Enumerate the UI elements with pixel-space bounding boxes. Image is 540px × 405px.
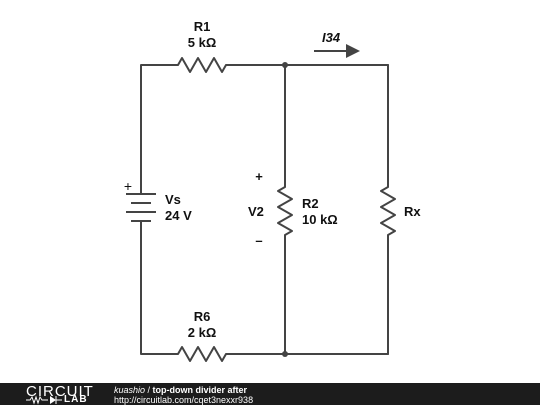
rx-name-label: Rx: [404, 204, 421, 219]
r1-name-label: R1: [194, 19, 211, 34]
vs-value-label: 24 V: [165, 208, 192, 223]
wire-left-bottom: [140, 220, 179, 355]
v2-name-label: V2: [248, 204, 264, 219]
footer-url[interactable]: http://circuitlab.com/cqet3nexxr938: [114, 395, 254, 405]
v2-minus-sign: –: [255, 233, 262, 248]
footer-info: kuashio / top-down divider after http://…: [114, 385, 253, 405]
resistor-r6: [177, 346, 227, 362]
v2-plus-sign: +: [255, 169, 263, 184]
resistor-r2: [277, 186, 293, 236]
vs-plus-sign: +: [124, 178, 132, 194]
footer-user[interactable]: kuashio: [114, 385, 146, 395]
junction-node-top: [282, 62, 288, 68]
logo-text-circuit: CIRCUIT: [26, 383, 94, 400]
circuitlab-logo[interactable]: CIRCUIT LAB: [0, 383, 108, 405]
logo-text-lab: LAB: [64, 394, 88, 405]
current-arrow-icon: [314, 44, 360, 58]
resistor-rx: [380, 186, 396, 236]
junction-node-bottom: [282, 351, 288, 357]
resistor-r1: [177, 57, 227, 73]
footer-circuit-title: top-down divider after: [152, 385, 248, 395]
wire-left-top: [140, 64, 179, 195]
vs-name-label: Vs: [165, 192, 181, 207]
r6-value-label: 2 kΩ: [188, 325, 217, 340]
r2-value-label: 10 kΩ: [302, 212, 338, 227]
circuit-logo-icon: [26, 395, 62, 405]
r2-name-label: R2: [302, 196, 319, 211]
circuit-schematic: R1 5 kΩ R6 2 kΩ R2 10 kΩ Rx + Vs 24 V + …: [124, 19, 421, 362]
i34-current-label: I34: [322, 30, 341, 45]
r1-value-label: 5 kΩ: [188, 35, 217, 50]
footer-title-line: kuashio / top-down divider after: [114, 385, 253, 395]
footer-separator: /: [145, 385, 153, 395]
r6-name-label: R6: [194, 309, 211, 324]
footer-bar: CIRCUIT LAB kuashio / top-down divider a…: [0, 383, 540, 405]
battery-vs: [126, 193, 156, 222]
